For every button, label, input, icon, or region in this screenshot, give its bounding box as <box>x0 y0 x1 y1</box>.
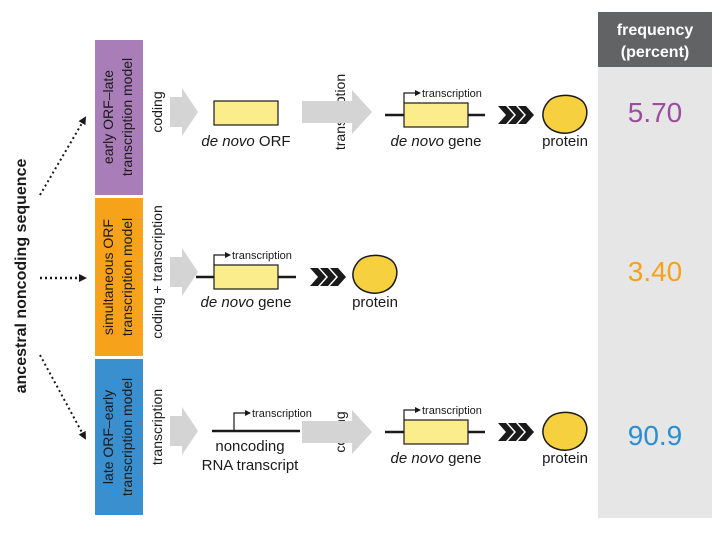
row3-rna-label-line1: noncoding <box>215 438 284 455</box>
model-label-late-line2: transcription model <box>119 378 135 496</box>
row3-gene-label: de novo gene <box>391 450 482 467</box>
row1-big-arrow-2 <box>302 90 372 134</box>
row2-big-arrow <box>170 248 198 296</box>
row2-gene-label: de novo gene <box>201 294 292 311</box>
row1-gene-label: de novo gene <box>391 133 482 150</box>
row3-tss-label-1: transcription <box>252 408 312 420</box>
row1-step1-label: coding <box>149 91 165 132</box>
row2-tss-arrow <box>213 252 231 265</box>
frequency-late-orf: 90.9 <box>628 420 683 451</box>
row1-big-arrow-1 <box>170 88 198 136</box>
model-label-late-line1: late ORF–early <box>100 390 116 484</box>
row3-gene-box <box>403 419 469 445</box>
row1-orf-label: de novo ORF <box>201 133 290 150</box>
row1-translation-chevrons <box>498 106 534 124</box>
row3-tss-label-2: transcription <box>422 405 482 417</box>
model-label-sim-line2: transcription model <box>119 218 135 336</box>
model-label-sim-line1: simultaneous ORF <box>100 219 116 335</box>
row3-tss-arrow-2 <box>403 407 421 420</box>
row1-tss-arrow <box>403 90 421 103</box>
frequency-header-line1: frequency <box>617 22 694 39</box>
row1-protein-icon <box>542 94 588 134</box>
frequency-header-line2: (percent) <box>621 44 689 61</box>
row2-protein-label: protein <box>352 294 398 311</box>
frequency-early-orf: 5.70 <box>628 97 683 128</box>
row3-protein-icon <box>542 411 588 451</box>
row1-protein-label: protein <box>542 133 588 150</box>
row3-protein-label: protein <box>542 450 588 467</box>
row2-tss-label: transcription <box>232 250 292 262</box>
row2-protein-icon <box>352 254 398 294</box>
row2-translation-chevrons <box>310 268 346 286</box>
row3-rna-label-line2: RNA transcript <box>202 457 300 474</box>
row1-tss-label: transcription <box>422 88 482 100</box>
model-label-early-line1: early ORF–late <box>100 70 116 164</box>
frequency-header-bg <box>598 12 712 67</box>
row1-orf-box <box>213 100 279 126</box>
row2-step1-label: coding + transcription <box>149 205 165 338</box>
model-box-simultaneous <box>95 198 143 356</box>
model-box-late-orf <box>95 359 143 515</box>
row2-gene-box <box>213 264 279 290</box>
frequency-column <box>598 12 712 518</box>
row1-gene-box <box>403 102 469 128</box>
row3-tss-arrow-1 <box>233 410 251 431</box>
dotted-arrow-early <box>39 116 87 196</box>
row3-big-arrow-1 <box>170 407 198 455</box>
dotted-arrow-late <box>39 354 86 440</box>
ancestral-sequence-label: ancestral noncoding sequence <box>13 159 30 394</box>
row3-big-arrow-2 <box>302 410 372 454</box>
model-label-early-line2: transcription model <box>119 58 135 176</box>
model-box-early-orf <box>95 40 143 195</box>
frequency-simultaneous: 3.40 <box>628 256 683 287</box>
row3-translation-chevrons <box>498 423 534 441</box>
row3-step1-label: transcription <box>149 389 165 465</box>
